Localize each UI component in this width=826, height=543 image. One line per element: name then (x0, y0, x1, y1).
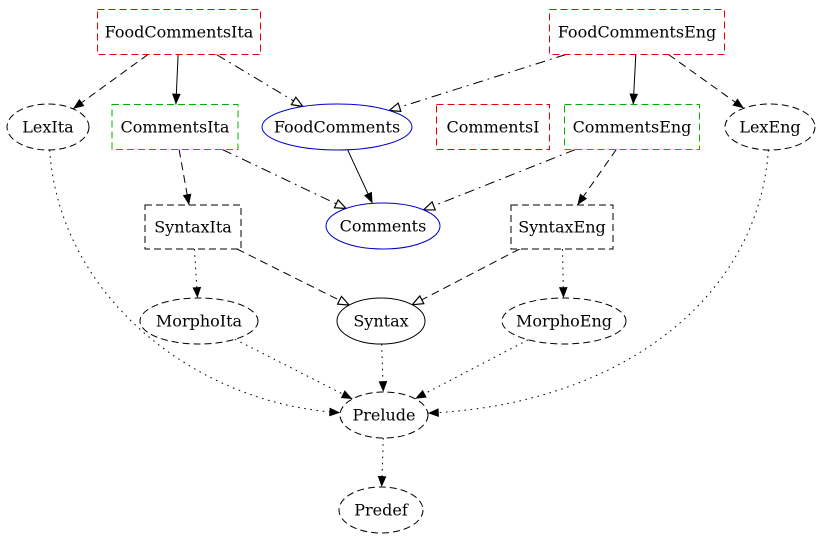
edge-CommentsEng-SyntaxEng (576, 149, 617, 206)
node-FoodCommentsIta: FoodCommentsIta (97, 9, 261, 55)
edge-FoodCommentsEng-FoodComments (389, 54, 567, 111)
node-shape-LexEng (724, 103, 816, 151)
node-label-Syntax: Syntax (353, 312, 408, 331)
node-label-CommentsI: CommentsI (447, 118, 540, 137)
edge-CommentsIta-SyntaxIta (178, 149, 192, 206)
node-label-FoodComments: FoodComments (274, 118, 400, 137)
node-shape-Prelude (339, 391, 429, 439)
edge-FoodCommentsIta-LexIta (72, 54, 149, 110)
edge-SyntaxEng-Syntax (412, 248, 520, 305)
edge-FoodCommentsIta-CommentsIta (172, 54, 181, 105)
node-shape-Comments (325, 202, 441, 250)
node-label-FoodCommentsIta: FoodCommentsIta (105, 23, 254, 42)
node-label-LexEng: LexEng (739, 118, 800, 137)
edge-FoodCommentsEng-CommentsEng (629, 54, 639, 105)
node-label-MorphoIta: MorphoIta (156, 312, 243, 331)
node-LexEng: LexEng (724, 103, 816, 151)
node-label-CommentsIta: CommentsIta (121, 118, 230, 137)
edge-SyntaxIta-MorphoIta (192, 248, 202, 299)
node-shape-LexIta (6, 103, 90, 151)
edge-Syntax-Prelude (378, 343, 388, 393)
node-label-CommentsEng: CommentsEng (573, 118, 692, 137)
node-FoodCommentsEng: FoodCommentsEng (549, 9, 725, 55)
edge-SyntaxIta-Syntax (236, 248, 349, 305)
edge-LexIta-Prelude (49, 149, 341, 417)
node-shape-Syntax (336, 297, 426, 345)
node-Syntax: Syntax (336, 297, 426, 345)
node-CommentsIta: CommentsIta (111, 104, 239, 150)
node-shape-CommentsIta (111, 104, 239, 150)
node-MorphoEng: MorphoEng (501, 297, 627, 345)
node-shape-CommentsEng (564, 104, 700, 150)
node-shape-FoodCommentsEng (549, 9, 725, 55)
node-shape-MorphoIta (139, 297, 259, 345)
node-MorphoIta: MorphoIta (139, 297, 259, 345)
node-label-Predef: Predef (354, 501, 409, 520)
edge-SyntaxEng-MorphoEng (558, 248, 568, 299)
node-FoodComments: FoodComments (261, 103, 413, 151)
node-SyntaxIta: SyntaxIta (144, 204, 242, 250)
node-Prelude: Prelude (339, 391, 429, 439)
edges-layer (49, 54, 769, 488)
edge-FoodCommentsEng-LexEng (668, 54, 745, 109)
node-Comments: Comments (325, 202, 441, 250)
edge-FoodCommentsIta-FoodComments (216, 54, 303, 107)
node-shape-SyntaxIta (144, 204, 242, 250)
node-shape-FoodCommentsIta (97, 9, 261, 55)
node-label-FoodCommentsEng: FoodCommentsEng (558, 23, 717, 42)
node-shape-FoodComments (261, 103, 413, 151)
edge-FoodComments-Comments (347, 149, 373, 204)
node-CommentsEng: CommentsEng (564, 104, 700, 150)
node-shape-SyntaxEng (510, 204, 614, 250)
node-label-Comments: Comments (340, 217, 427, 236)
node-LexIta: LexIta (6, 103, 90, 151)
edge-Prelude-Predef (377, 437, 387, 488)
node-SyntaxEng: SyntaxEng (510, 204, 614, 250)
node-label-SyntaxIta: SyntaxIta (154, 218, 232, 237)
edge-MorphoEng-Prelude (414, 339, 529, 400)
node-label-MorphoEng: MorphoEng (516, 312, 612, 331)
node-label-SyntaxEng: SyntaxEng (518, 218, 606, 237)
node-CommentsI: CommentsI (436, 104, 550, 150)
node-shape-CommentsI (436, 104, 550, 150)
node-label-LexIta: LexIta (22, 118, 74, 137)
node-shape-MorphoEng (501, 297, 627, 345)
node-Predef: Predef (338, 486, 424, 534)
edge-CommentsIta-Comments (222, 149, 346, 209)
node-label-Prelude: Prelude (352, 406, 415, 425)
edge-MorphoIta-Prelude (234, 338, 353, 400)
edge-CommentsEng-Comments (424, 149, 576, 210)
node-shape-Predef (338, 486, 424, 534)
edge-LexEng-Prelude (427, 149, 769, 417)
